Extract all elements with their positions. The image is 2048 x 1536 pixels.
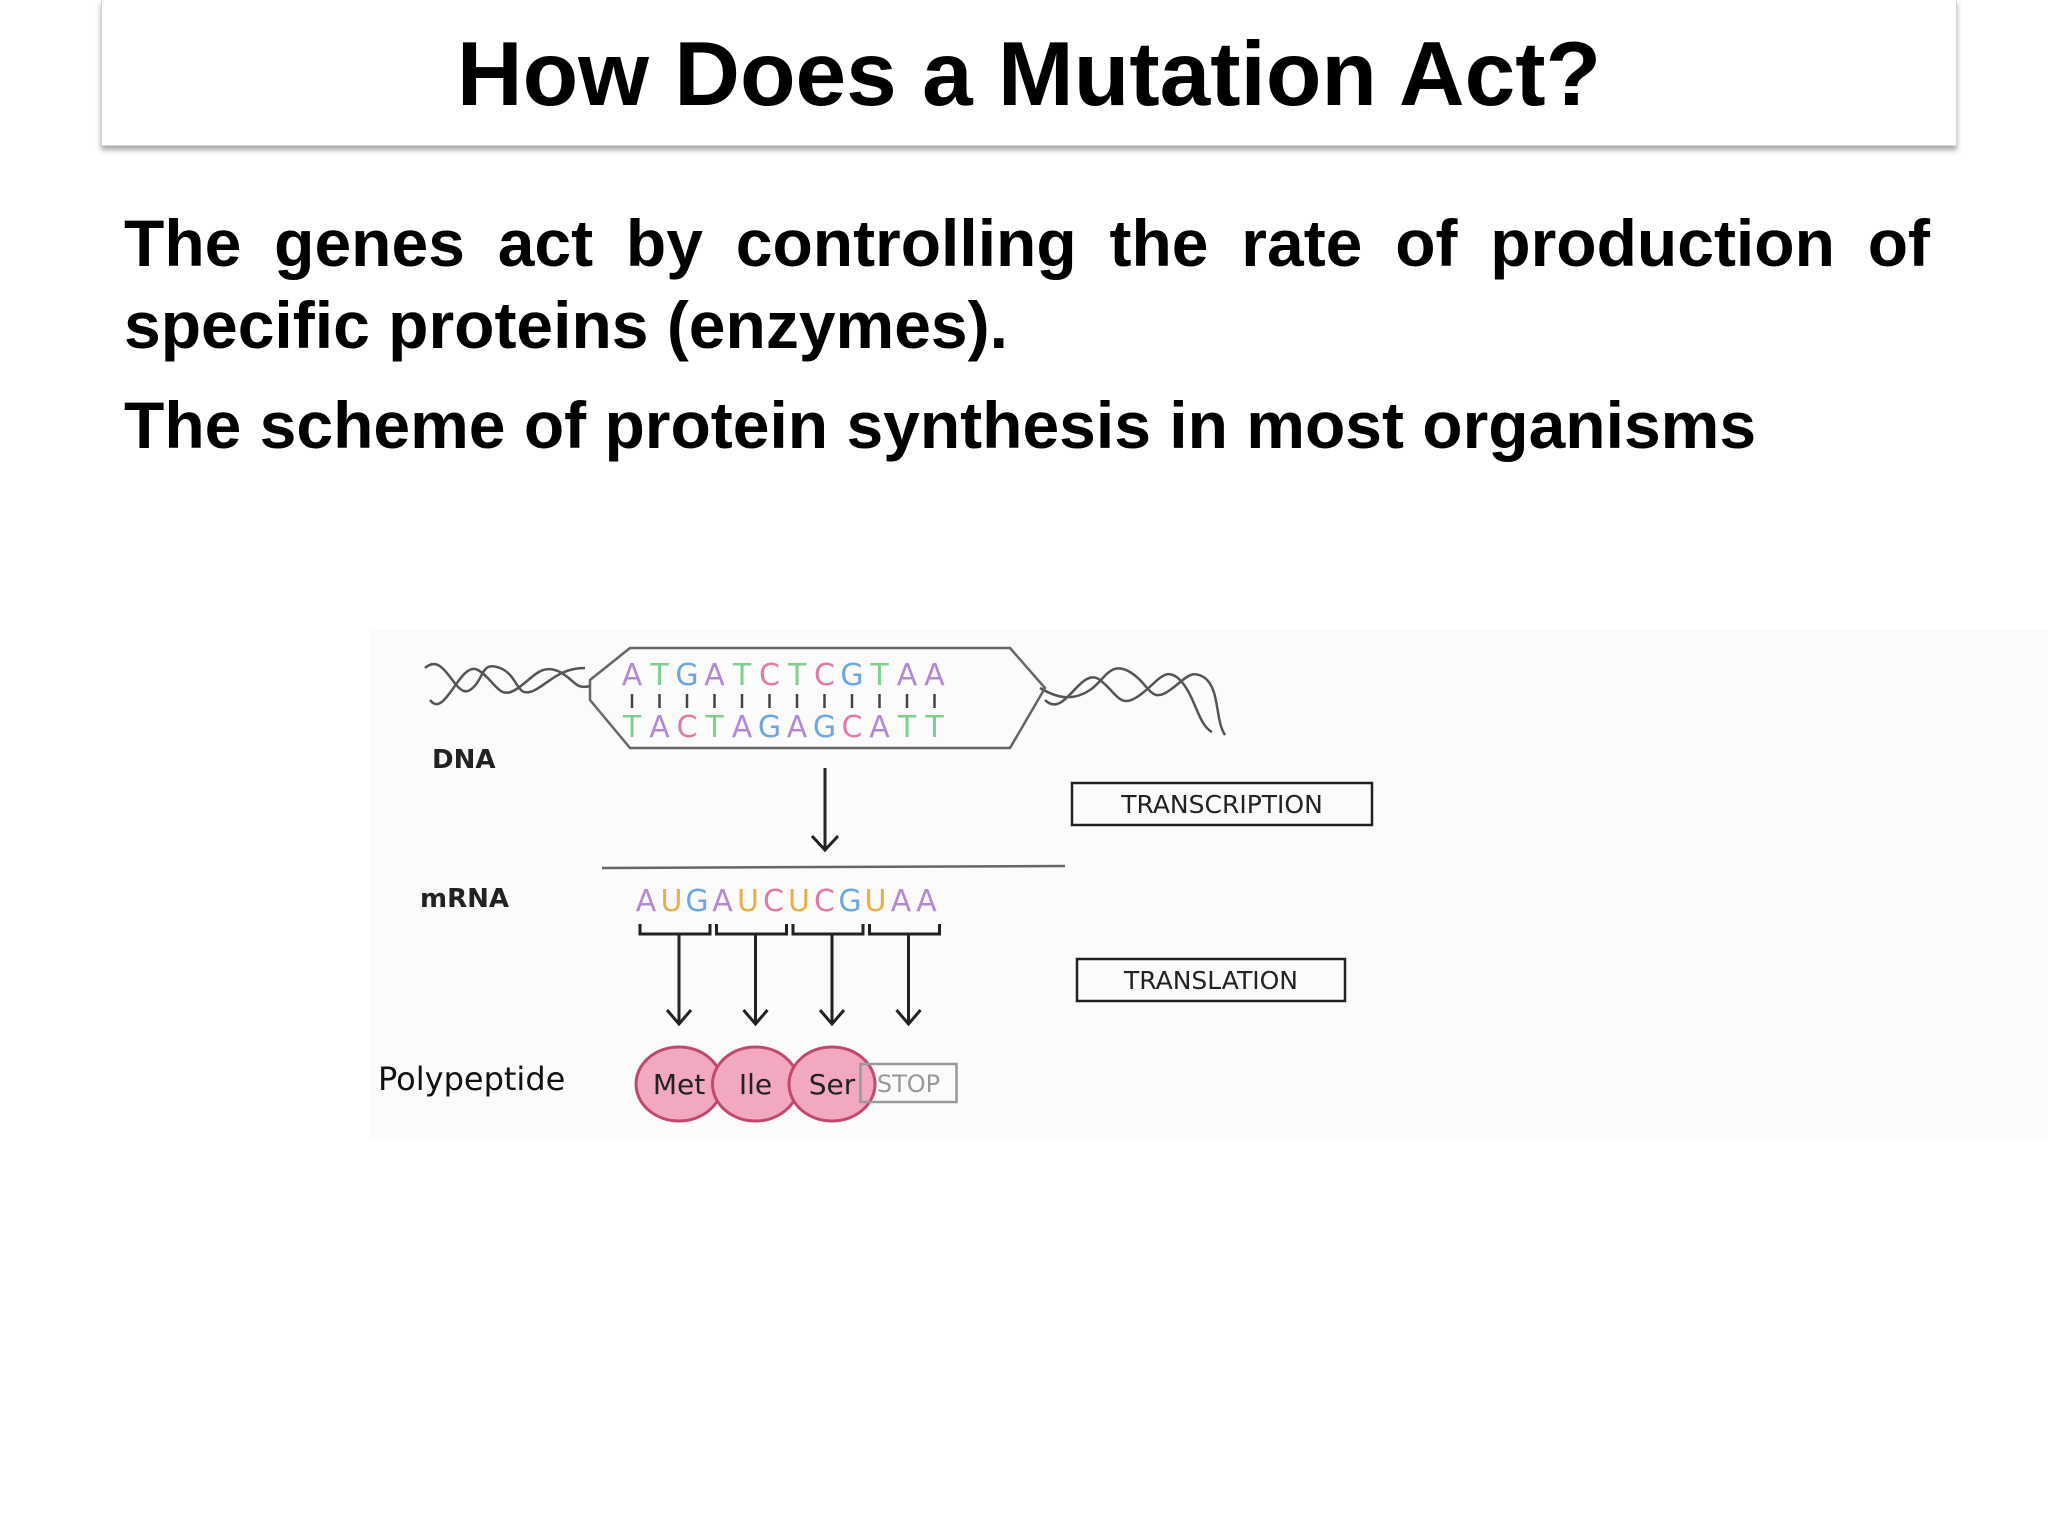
paragraph-scheme: The scheme of protein synthesis in most … bbox=[124, 388, 1757, 462]
mrna-base: A bbox=[891, 884, 912, 919]
mrna-base: G bbox=[685, 884, 708, 919]
dna-top-base: T bbox=[649, 658, 669, 693]
dna-bottom-base: G bbox=[813, 710, 836, 745]
codon-brackets bbox=[638, 924, 941, 1027]
amino-acid-chain: Met Ile Ser STOP bbox=[634, 1045, 958, 1123]
dna-helix-left bbox=[424, 663, 591, 706]
amino-acid-circle bbox=[787, 1045, 877, 1123]
mrna-base: A bbox=[916, 884, 937, 919]
dna-bottom-base: A bbox=[787, 710, 808, 745]
dna-top-base: A bbox=[924, 658, 945, 693]
amino-acid-label: Met bbox=[653, 1068, 705, 1101]
slide-title: How Does a Mutation Act? bbox=[456, 23, 1602, 125]
dna-helix-right bbox=[1039, 667, 1227, 736]
dna-top-base: T bbox=[787, 658, 807, 693]
dna-top-base: C bbox=[759, 658, 780, 693]
diagram-background bbox=[370, 630, 2048, 1140]
transcription-label: TRANSCRIPTION bbox=[1120, 790, 1323, 819]
dna-top-base: A bbox=[704, 658, 725, 693]
mrna-base: C bbox=[814, 884, 835, 919]
mrna-base: U bbox=[865, 884, 887, 919]
dna-bottom-base: A bbox=[732, 710, 753, 745]
dna-top-base: T bbox=[869, 658, 889, 693]
dna-label: DNA bbox=[432, 745, 495, 775]
translation-box bbox=[1075, 957, 1347, 1003]
translation-arrowhead bbox=[895, 1009, 922, 1027]
mrna-base: A bbox=[712, 884, 733, 919]
dna-bottom-base: A bbox=[869, 710, 890, 745]
mrna-label: mRNA bbox=[420, 884, 509, 914]
mrna-base: G bbox=[838, 884, 861, 919]
mrna-strand-line bbox=[601, 864, 1066, 870]
codon-bracket bbox=[715, 924, 788, 936]
title-bar: How Does a Mutation Act? bbox=[101, 0, 1957, 146]
mrna-base: U bbox=[737, 884, 759, 919]
dna-bottom-base: G bbox=[758, 710, 781, 745]
dna-top-base: T bbox=[732, 658, 752, 693]
mrna-base: A bbox=[636, 884, 657, 919]
dna-top-base: A bbox=[622, 658, 643, 693]
dna-bottom-base: T bbox=[897, 710, 917, 745]
stop-label: STOP bbox=[877, 1070, 940, 1098]
dna-top-base: A bbox=[897, 658, 918, 693]
amino-acid-label: Ser bbox=[809, 1068, 856, 1101]
codon-bracket bbox=[638, 924, 712, 936]
amino-acid-label: Ile bbox=[739, 1068, 772, 1101]
translation-label: TRANSLATION bbox=[1123, 966, 1298, 995]
transcription-arrow bbox=[810, 768, 840, 853]
transcription-box bbox=[1070, 781, 1374, 827]
dna-top-base: G bbox=[840, 658, 863, 693]
translation-arrowhead bbox=[742, 1009, 769, 1027]
mrna-base: U bbox=[661, 884, 683, 919]
paragraph-genes: The genes act by controlling the rate of… bbox=[124, 206, 1930, 362]
mrna-base: C bbox=[763, 884, 784, 919]
dna-bottom-base: A bbox=[649, 710, 670, 745]
codon-bracket bbox=[868, 924, 941, 936]
translation-arrowhead bbox=[665, 1009, 693, 1027]
stop-box bbox=[859, 1062, 958, 1104]
dna-bottom-base: T bbox=[704, 710, 724, 745]
translation-arrowhead bbox=[818, 1009, 846, 1027]
dna-bottom-base: C bbox=[677, 710, 698, 745]
codon-bracket bbox=[791, 924, 865, 936]
dna-base-pair-ticks bbox=[630, 694, 936, 708]
dna-bottom-base: T bbox=[622, 710, 642, 745]
polypeptide-label: Polypeptide bbox=[378, 1060, 565, 1098]
dna-bottom-base: C bbox=[842, 710, 863, 745]
mrna-base: U bbox=[788, 884, 810, 919]
dna-capsule bbox=[588, 646, 1047, 750]
dna-bottom-base: T bbox=[924, 710, 944, 745]
dna-top-base: C bbox=[814, 658, 835, 693]
dna-top-base: G bbox=[675, 658, 698, 693]
